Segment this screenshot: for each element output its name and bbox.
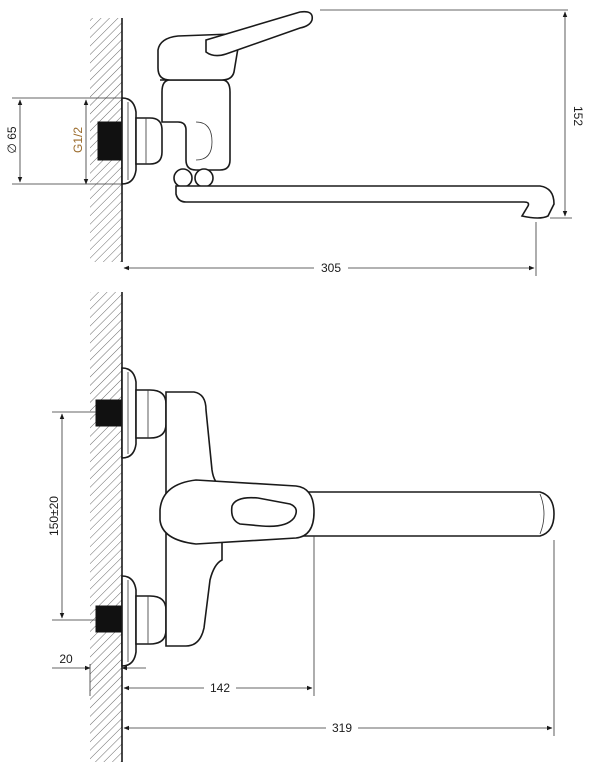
- escutcheon-top: [121, 97, 137, 185]
- lever-grip-slot: [230, 496, 298, 528]
- inlet-pipe-lower: [95, 605, 123, 633]
- inlet-pipe-upper: [95, 399, 123, 427]
- connector-lower: [135, 595, 167, 645]
- spout-bottom: [235, 491, 555, 537]
- front-view: 150±20 20 142 319: [47, 292, 555, 762]
- spout-swivel-right: [194, 168, 214, 188]
- spout-swivel-left: [173, 168, 193, 188]
- lever-handle-top: [205, 10, 314, 57]
- spout-top: [175, 185, 555, 219]
- inlet-pipe-top: [97, 121, 123, 161]
- inlet-to-spout-dimension: 142: [210, 681, 230, 695]
- wall-hatch-bottom: [90, 292, 122, 762]
- connector-nut-top: [135, 117, 163, 165]
- escutcheon-upper: [121, 367, 137, 459]
- wall-offset-dimension: 20: [59, 652, 73, 666]
- escutcheon-lower: [121, 575, 137, 667]
- thread-dimension: G1/2: [71, 127, 85, 153]
- height-dimension: 152: [571, 106, 585, 126]
- center-distance-dimension: 150±20: [47, 496, 61, 536]
- side-length-dimension: 305: [321, 261, 341, 275]
- diameter-dimension: ∅ 65: [5, 126, 19, 153]
- mixer-body-top: [160, 79, 231, 171]
- connector-upper: [135, 389, 167, 439]
- top-length-dimension: 319: [332, 721, 352, 735]
- side-view: 152 ∅ 65 G1/2 305: [5, 9, 585, 276]
